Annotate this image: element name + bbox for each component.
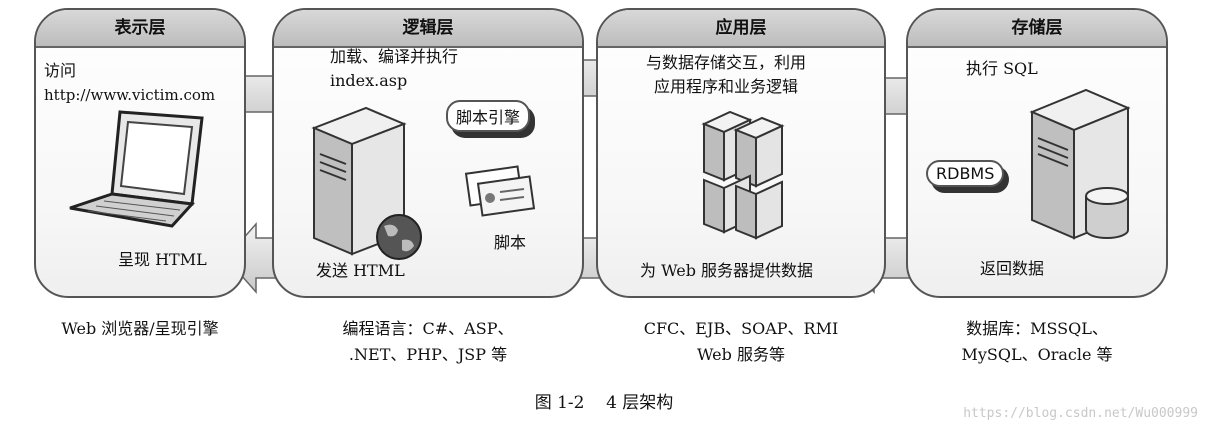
server-icon	[311, 106, 407, 256]
provide-data-label: 为 Web 服务器提供数据	[640, 261, 814, 280]
caption-application: CFC、EJB、SOAP、RMI Web 服务等	[596, 316, 886, 368]
load-compile-label: 加载、编译并执行	[330, 47, 459, 66]
rdbms-badge: RDBMS	[926, 160, 1005, 187]
caption-line: CFC、EJB、SOAP、RMI	[643, 319, 839, 338]
script-label: 脚本	[494, 233, 527, 252]
script-engine-badge: 脚本引擎	[446, 100, 531, 132]
caption-storage: 数据库：MSSQL、 MySQL、Oracle 等	[906, 316, 1168, 368]
render-html-label: 呈现 HTML	[118, 250, 207, 269]
interact-datastore-label: 与数据存储交互，利用	[646, 53, 807, 72]
return-data-label: 返回数据	[980, 259, 1045, 278]
caption-line: MySQL、Oracle 等	[961, 345, 1113, 364]
panel-title: 逻辑层	[274, 10, 582, 48]
panel-title: 存储层	[908, 10, 1166, 48]
caption-line: 数据库：MSSQL、	[966, 319, 1108, 338]
database-icon	[1085, 187, 1129, 239]
panel-title: 表示层	[36, 10, 244, 48]
send-html-label: 发送 HTML	[316, 261, 405, 280]
caption-line: .NET、PHP、JSP 等	[348, 345, 508, 364]
watermark: https://blog.csdn.net/Wu000999	[963, 406, 1198, 421]
caption-logic: 编程语言：C#、ASP、 .NET、PHP、JSP 等	[272, 316, 584, 368]
figure-caption: 图 1-2 4 层架构	[534, 393, 674, 413]
application-tier-panel: 应用层	[596, 8, 886, 298]
server-cluster-icon	[701, 110, 785, 240]
caption-line: 编程语言：C#、ASP、	[342, 319, 514, 338]
visit-label: 访问	[44, 61, 77, 80]
victim-url: http://www.victim.com	[44, 86, 216, 104]
index-asp-label: index.asp	[330, 71, 408, 90]
laptop-icon	[69, 110, 204, 228]
caption-presentation: Web 浏览器/呈现引擎	[34, 316, 246, 342]
execute-sql-label: 执行 SQL	[966, 59, 1038, 78]
panel-title: 应用层	[598, 10, 884, 48]
script-cards-icon	[464, 165, 536, 217]
caption-line: Web 服务等	[697, 345, 785, 364]
globe-icon	[376, 214, 422, 260]
caption-line: Web 浏览器/呈现引擎	[61, 319, 219, 338]
business-logic-label: 应用程序和业务逻辑	[654, 77, 799, 96]
